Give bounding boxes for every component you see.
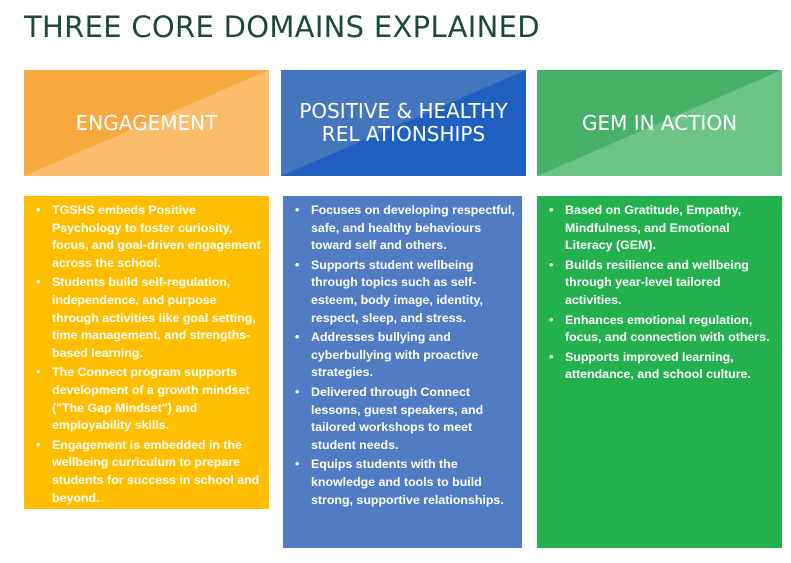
list-item: Students build self-regulation, independ…	[30, 274, 263, 362]
gem-heading: GEM IN ACTION	[581, 110, 738, 135]
relationships-header: POSITIVE & HEALTHY REL ATIONSHIPS	[281, 70, 526, 176]
page-title: THREE CORE DOMAINS EXPLAINED	[24, 10, 540, 44]
gem-bullet-list: Based on Gratitude, Empathy, Mindfulness…	[543, 202, 776, 384]
engagement-bullet-list: TGSHS embeds Positive Psychology to fost…	[30, 202, 263, 507]
list-item: Enhances emotional regulation, focus, an…	[543, 312, 776, 347]
relationships-heading: POSITIVE & HEALTHY REL ATIONSHIPS	[299, 99, 508, 146]
list-item: Focuses on developing respectful, safe, …	[289, 202, 516, 255]
relationships-bullet-list: Focuses on developing respectful, safe, …	[289, 202, 516, 509]
relationships-panel: Focuses on developing respectful, safe, …	[283, 196, 522, 548]
engagement-panel: TGSHS embeds Positive Psychology to fost…	[24, 196, 269, 509]
list-item: Builds resilience and wellbeing through …	[543, 257, 776, 310]
gem-panel: Based on Gratitude, Empathy, Mindfulness…	[537, 196, 782, 548]
engagement-header: ENGAGEMENT	[24, 70, 269, 176]
gem-header: GEM IN ACTION	[537, 70, 782, 176]
list-item: Equips students with the knowledge and t…	[289, 456, 516, 509]
list-item: The Connect program supports development…	[30, 364, 263, 434]
engagement-heading: ENGAGEMENT	[75, 110, 218, 135]
list-item: TGSHS embeds Positive Psychology to fost…	[30, 202, 263, 272]
list-item: Addresses bullying and cyberbullying wit…	[289, 329, 516, 382]
list-item: Supports improved learning, attendance, …	[543, 349, 776, 384]
list-item: Supports student wellbeing through topic…	[289, 257, 516, 327]
list-item: Delivered through Connect lessons, guest…	[289, 384, 516, 454]
list-item: Engagement is embedded in the wellbeing …	[30, 437, 263, 507]
list-item: Based on Gratitude, Empathy, Mindfulness…	[543, 202, 776, 255]
